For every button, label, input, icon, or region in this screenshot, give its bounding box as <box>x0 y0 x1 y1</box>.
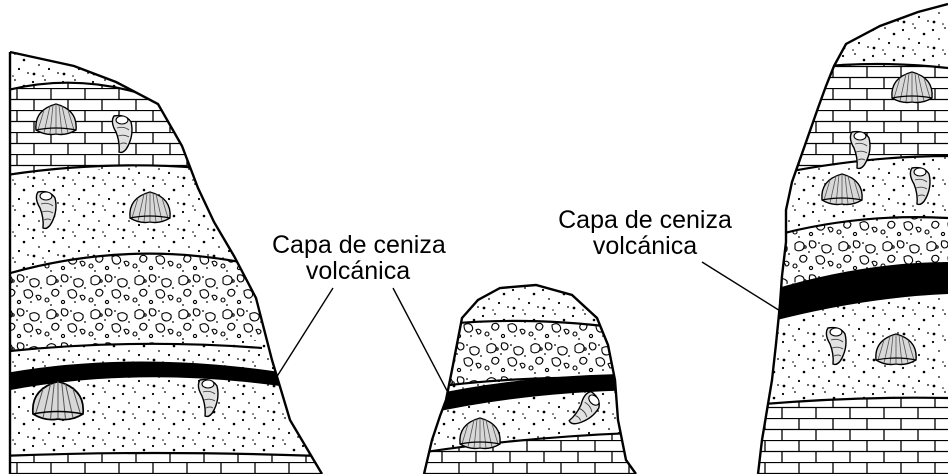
rock-column-right <box>756 2 948 474</box>
label-line-2: volcánica <box>305 257 411 285</box>
label-line-2: volcánica <box>592 232 698 260</box>
rock-column-middle <box>422 283 637 474</box>
volcanic-ash-label-right: Capa de ceniza volcánica <box>540 207 750 259</box>
leader-line-middle <box>392 287 455 405</box>
label-line-1: Capa de ceniza <box>558 206 732 234</box>
leader-line-left <box>275 287 334 379</box>
label-line-1: Capa de ceniza <box>272 231 446 259</box>
volcanic-ash-label-left: Capa de ceniza volcánica <box>272 231 446 285</box>
leader-line-right <box>701 261 786 315</box>
